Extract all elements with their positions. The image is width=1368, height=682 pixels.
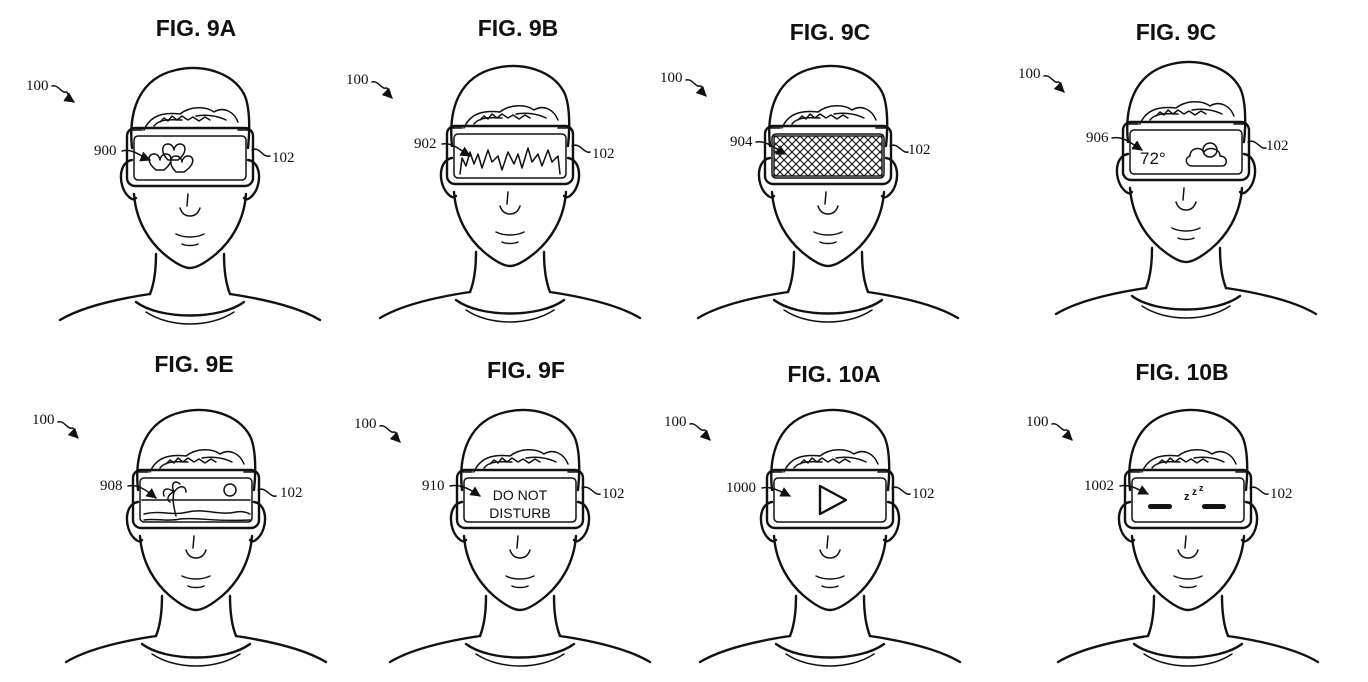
hmd-ref-label: 102 bbox=[912, 486, 935, 502]
leader-line bbox=[251, 148, 271, 157]
figure-9f: FIG. 9F 100 DO NOT DISTURB 910 102 bbox=[354, 357, 652, 668]
do-not-disturb-line1: DO NOT bbox=[493, 487, 548, 503]
hmd-ref-label: 102 bbox=[280, 485, 303, 501]
leader-arrow bbox=[441, 142, 471, 157]
leader-line bbox=[889, 144, 909, 153]
leader-line bbox=[891, 486, 911, 495]
hearts-icon bbox=[148, 143, 194, 173]
figure-title: FIG. 9A bbox=[156, 15, 237, 41]
leader-arrow bbox=[1111, 136, 1143, 151]
figure-title: FIG. 10A bbox=[787, 361, 880, 387]
head-drawing bbox=[64, 408, 328, 668]
leader-arrow bbox=[1043, 75, 1065, 93]
leader-arrow bbox=[685, 79, 707, 97]
figure-9c-weather: FIG. 9C 100 72° 906 102 bbox=[1018, 19, 1318, 320]
figure-title: FIG. 9E bbox=[154, 351, 233, 377]
display-ref-label: 900 bbox=[94, 143, 117, 159]
display-ref-label: 910 bbox=[422, 478, 445, 494]
head-drawing bbox=[698, 408, 962, 668]
do-not-disturb-line2: DISTURB bbox=[489, 505, 550, 521]
leader-arrow bbox=[51, 85, 75, 103]
leader-arrow bbox=[761, 486, 791, 497]
display-ref-label: 1000 bbox=[726, 480, 756, 496]
hmd-ref-label: 102 bbox=[908, 142, 931, 158]
hmd-ref-label: 102 bbox=[272, 150, 295, 166]
display-ref-label: 908 bbox=[100, 478, 123, 494]
figure-10b: FIG. 10B 100 z z z 1002 102 bbox=[1026, 359, 1320, 668]
head-drawing bbox=[378, 64, 642, 324]
crosshatch-pattern bbox=[773, 135, 883, 177]
figure-9c-pattern: FIG. 9C 100 904 102 bbox=[660, 19, 960, 324]
leader-arrow bbox=[449, 484, 481, 497]
leader-arrow bbox=[1119, 484, 1149, 495]
device-ref-label: 100 bbox=[346, 72, 369, 88]
figure-title: FIG. 10B bbox=[1135, 359, 1228, 385]
device-ref-label: 100 bbox=[354, 416, 377, 432]
figure-9b: FIG. 9B 100 902 102 bbox=[346, 15, 642, 324]
hmd-ref-label: 102 bbox=[602, 486, 625, 502]
figure-9e: FIG. 9E 100 908 102 bbox=[32, 351, 328, 668]
leader-line bbox=[581, 486, 601, 495]
flames-icon bbox=[459, 147, 561, 175]
device-ref-label: 100 bbox=[1018, 66, 1041, 82]
display-ref-label: 902 bbox=[414, 136, 437, 152]
display-ref-label: 906 bbox=[1086, 130, 1109, 146]
display-ref-label: 904 bbox=[730, 134, 753, 150]
figure-title: FIG. 9C bbox=[1136, 19, 1217, 45]
device-ref-label: 100 bbox=[660, 70, 683, 86]
figure-title: FIG. 9B bbox=[478, 15, 559, 41]
device-ref-label: 100 bbox=[1026, 414, 1049, 430]
leader-arrow bbox=[121, 149, 151, 162]
leader-line bbox=[571, 144, 591, 153]
closed-eyes-icon bbox=[1148, 504, 1226, 509]
leader-arrow bbox=[689, 423, 711, 441]
device-ref-label: 100 bbox=[32, 412, 55, 428]
hmd-ref-label: 102 bbox=[592, 146, 615, 162]
figure-10a: FIG. 10A 100 1000 102 bbox=[664, 361, 962, 668]
play-icon bbox=[818, 484, 848, 516]
leader-arrow bbox=[379, 425, 401, 443]
zzz-letter: z bbox=[1199, 483, 1204, 493]
leader-arrow bbox=[371, 81, 393, 99]
temperature-readout: 72° bbox=[1140, 149, 1166, 168]
zzz-letter: z bbox=[1192, 487, 1197, 498]
leader-arrow bbox=[755, 140, 787, 155]
beach-scene-icon bbox=[141, 481, 251, 522]
leader-arrow bbox=[57, 421, 79, 439]
device-ref-label: 100 bbox=[26, 78, 49, 94]
head-drawing bbox=[58, 66, 322, 326]
head-drawing: 72° bbox=[1054, 60, 1318, 320]
figure-title: FIG. 9F bbox=[487, 357, 565, 383]
sleep-zzz-icon: z z z bbox=[1184, 483, 1204, 503]
hmd-ref-label: 102 bbox=[1266, 138, 1289, 154]
hmd-ref-label: 102 bbox=[1270, 486, 1293, 502]
zzz-letter: z bbox=[1184, 491, 1190, 503]
figure-9a: FIG. 9A 100 900 102 bbox=[26, 15, 322, 326]
cloud-icon bbox=[1185, 142, 1227, 167]
leader-arrow bbox=[127, 484, 157, 499]
figure-title: FIG. 9C bbox=[790, 19, 871, 45]
display-ref-label: 1002 bbox=[1084, 478, 1114, 494]
head-drawing: z z z bbox=[1056, 408, 1320, 668]
device-ref-label: 100 bbox=[664, 414, 687, 430]
leader-arrow bbox=[1051, 423, 1073, 441]
head-drawing bbox=[696, 64, 960, 324]
head-drawing: DO NOT DISTURB bbox=[388, 408, 652, 668]
leader-line bbox=[1249, 486, 1269, 495]
leader-line bbox=[257, 488, 277, 497]
leader-line bbox=[1247, 140, 1267, 149]
